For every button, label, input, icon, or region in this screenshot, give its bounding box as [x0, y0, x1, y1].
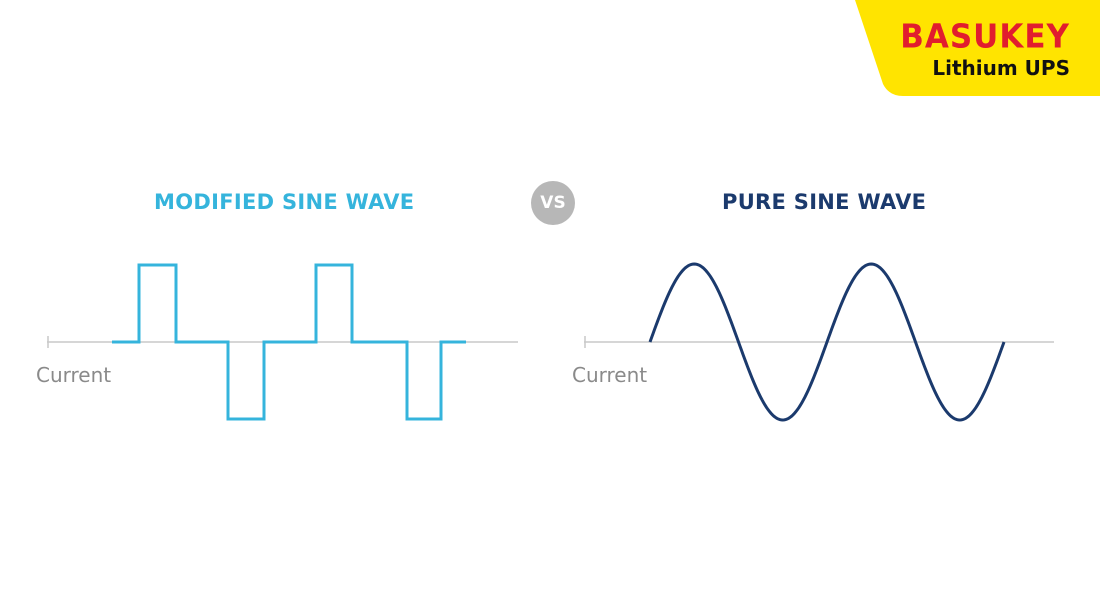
pure-current-label: Current — [572, 363, 648, 387]
modified-wave-panel — [47, 263, 518, 421]
brand-badge-shape — [855, 0, 1100, 96]
modified-sine-title: MODIFIED SINE WAVE — [154, 190, 415, 214]
modified-sine-waveform — [112, 263, 466, 421]
modified-current-label: Current — [36, 363, 112, 387]
pure-sine-title: PURE SINE WAVE — [722, 190, 927, 214]
pure-sine-waveform — [648, 262, 1006, 422]
vs-badge: VS — [531, 181, 575, 225]
brand-logo-text: BASUKEY — [900, 18, 1070, 56]
brand-tagline: Lithium UPS — [932, 56, 1070, 80]
pure-wave-panel — [584, 262, 1054, 422]
brand-badge: BASUKEY Lithium UPS — [855, 0, 1100, 96]
